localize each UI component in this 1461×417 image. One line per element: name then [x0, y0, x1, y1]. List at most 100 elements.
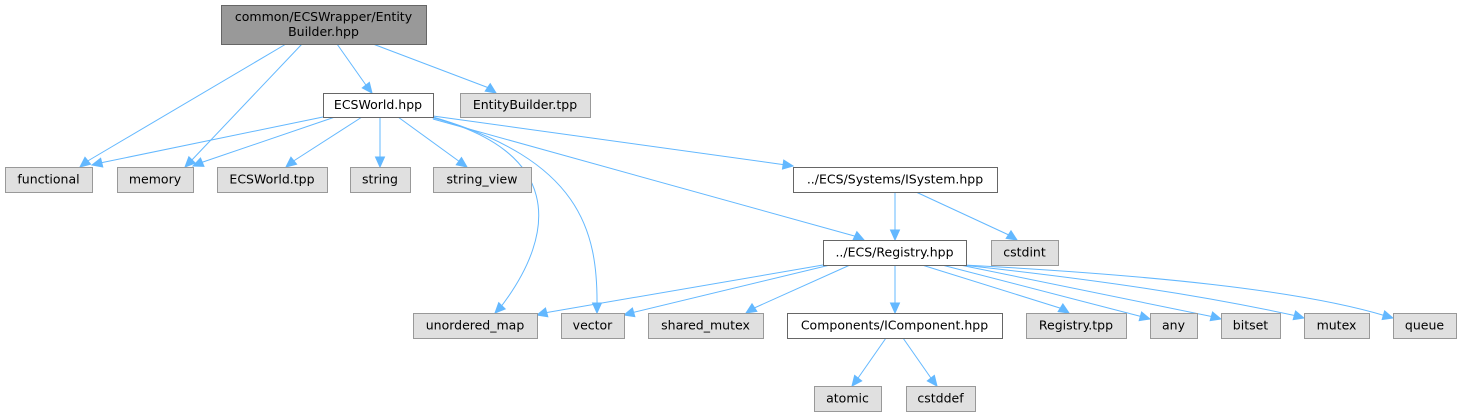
edges — [79, 43, 1395, 387]
node-functional: functional — [5, 167, 93, 193]
edge-registry_hpp-to-bitset — [959, 264, 1223, 322]
node-bitset: bitset — [1221, 313, 1281, 339]
edge-line — [372, 43, 490, 89]
node-memory: memory — [117, 167, 194, 193]
node-label: ../ECS/Registry.hpp — [835, 245, 953, 260]
node-box — [1304, 313, 1370, 339]
edge-line — [397, 116, 461, 163]
edge-registry_hpp-to-icomponent_hpp — [889, 265, 901, 315]
edge-ecsworld_hpp-to-string_view — [397, 116, 468, 168]
node-label: mutex — [1317, 318, 1357, 333]
edge-line — [751, 264, 851, 310]
node-label: Registry.tpp — [1039, 318, 1113, 333]
arrowhead-icon — [1209, 311, 1223, 322]
arrowhead-icon — [926, 374, 938, 387]
node-box — [991, 240, 1059, 266]
node-box — [793, 167, 998, 193]
node-atomic: atomic — [814, 386, 882, 412]
arrowhead-icon — [191, 157, 205, 167]
edge-line — [429, 116, 540, 309]
edge-icomponent_hpp-to-cstddef — [902, 337, 938, 387]
node-label: ECSWorld.hpp — [334, 97, 422, 112]
node-box — [1221, 313, 1281, 339]
arrowhead-icon — [622, 307, 636, 318]
node-label: queue — [1405, 318, 1444, 333]
node-label: functional — [17, 172, 79, 187]
node-cstddef: cstddef — [906, 386, 976, 412]
edge-ecsworld_hpp-to-ecsworld_tpp — [285, 116, 363, 168]
node-label: cstdint — [1003, 245, 1046, 260]
node-box — [906, 386, 976, 412]
node-label: ../ECS/Systems/ISystem.hpp — [807, 172, 983, 187]
node-label: vector — [573, 318, 614, 333]
arrowhead-icon — [1381, 310, 1395, 321]
node-isystem-hpp[interactable]: ../ECS/Systems/ISystem.hpp — [793, 167, 998, 193]
node-any: any — [1150, 313, 1198, 339]
node-box — [323, 93, 434, 118]
node-string-view: string_view — [433, 167, 532, 193]
arrowhead-icon — [455, 156, 468, 168]
node-box — [433, 167, 532, 193]
node-root[interactable]: common/ECSWrapper/EntityBuilder.hpp — [221, 5, 427, 45]
node-registry-tpp: Registry.tpp — [1026, 313, 1127, 339]
arrowhead-icon — [852, 230, 866, 241]
edge-root-to-ecsworld_hpp — [336, 43, 373, 94]
node-icomponent-hpp[interactable]: Components/IComponent.hpp — [787, 313, 1003, 339]
node-vector: vector — [561, 313, 625, 339]
node-label: ECSWorld.tpp — [229, 172, 314, 187]
edge-line — [855, 337, 887, 382]
edge-isystem_hpp-to-registry_hpp — [889, 192, 901, 242]
arrowhead-icon — [851, 374, 863, 387]
node-label: Builder.hpp — [288, 24, 359, 39]
edge-ecsworld_hpp-to-isystem_hpp — [432, 115, 795, 170]
edge-line — [432, 116, 598, 308]
node-box — [221, 5, 427, 45]
arrowhead-icon — [184, 155, 197, 168]
arrowhead-icon — [79, 156, 92, 168]
node-label: memory — [129, 172, 182, 187]
edge-line — [189, 43, 303, 163]
edge-root-to-functional — [79, 43, 287, 168]
arrowhead-icon — [484, 82, 498, 94]
node-box — [787, 313, 1003, 339]
node-label: common/ECSWrapper/Entity — [235, 9, 413, 24]
node-registry-hpp[interactable]: ../ECS/Registry.hpp — [823, 240, 967, 266]
node-label: shared_mutex — [661, 318, 750, 333]
node-label: cstddef — [917, 391, 964, 406]
edge-isystem_hpp-to-cstdint — [915, 191, 1019, 241]
edge-ecsworld_hpp-to-memory — [191, 116, 336, 167]
node-box — [814, 386, 882, 412]
arrowhead-icon — [744, 302, 758, 314]
edge-line — [941, 264, 1144, 318]
edge-registry_hpp-to-mutex — [961, 264, 1306, 321]
node-box — [1393, 313, 1457, 339]
node-ecsworld-hpp[interactable]: ECSWorld.hpp — [323, 93, 434, 118]
edge-line — [959, 264, 1215, 318]
edge-ecsworld_hpp-to-vector — [432, 116, 603, 315]
node-box — [117, 167, 194, 193]
edge-icomponent_hpp-to-atomic — [851, 337, 887, 387]
arrowhead-icon — [285, 156, 298, 168]
edge-line — [915, 191, 1012, 237]
edge-line — [291, 116, 363, 163]
node-box — [1150, 313, 1198, 339]
edge-line — [432, 115, 787, 166]
edge-line — [543, 264, 824, 314]
edge-ecsworld_hpp-to-unordered_map — [429, 116, 540, 314]
edge-root-to-memory — [184, 43, 303, 168]
arrowhead-icon — [889, 302, 901, 315]
node-queue: queue — [1393, 313, 1457, 339]
edge-line — [630, 264, 831, 314]
node-box — [5, 167, 93, 193]
edge-registry_hpp-to-shared_mutex — [744, 264, 851, 314]
node-box — [561, 313, 625, 339]
arrowhead-icon — [1005, 229, 1019, 241]
node-entitybuilder-tpp: EntityBuilder.tpp — [460, 93, 591, 118]
node-box — [1026, 313, 1127, 339]
edge-registry_hpp-to-vector — [622, 264, 831, 318]
edge-registry_hpp-to-any — [941, 264, 1152, 322]
edge-ecsworld_hpp-to-registry_hpp — [432, 118, 866, 241]
node-label: bitset — [1233, 318, 1269, 333]
arrowhead-icon — [90, 157, 104, 168]
node-box — [217, 167, 328, 193]
